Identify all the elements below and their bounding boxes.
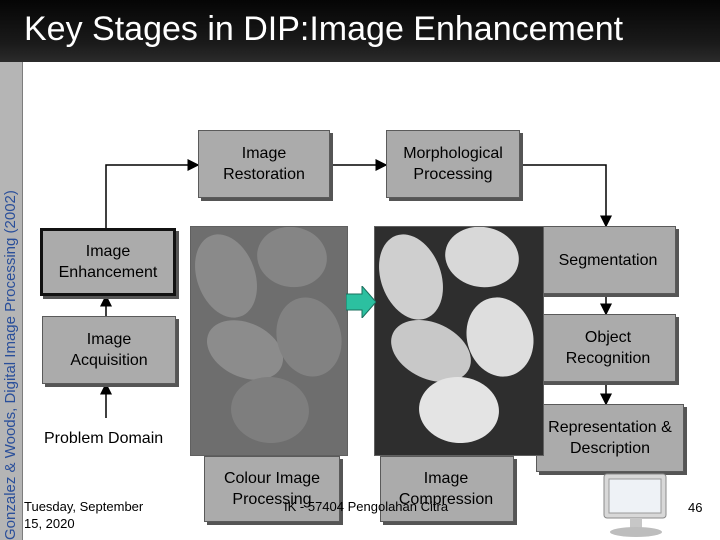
box-representation-description-label: Representation & Description: [540, 417, 680, 459]
side-credit-text: Gonzalez & Woods, Digital Image Processi…: [1, 62, 21, 540]
box-morphological-processing-label: Morphological Processing: [393, 143, 513, 185]
box-object-recognition-label: Object Recognition: [553, 327, 663, 369]
box-segmentation: Segmentation: [540, 226, 676, 294]
box-segmentation-label: Segmentation: [559, 250, 658, 271]
pollen-grain: [458, 290, 542, 384]
enhancement-arrow: [346, 286, 376, 318]
computer-monitor-icon: [596, 468, 676, 540]
connector-enhancement-to-restoration: [106, 165, 198, 228]
side-credit-bar: Gonzalez & Woods, Digital Image Processi…: [0, 62, 23, 540]
photo-enhanced: [374, 226, 544, 456]
pollen-grain: [374, 226, 454, 329]
box-image-enhancement: Image Enhancement: [40, 228, 176, 296]
box-image-restoration-label: Image Restoration: [219, 143, 309, 185]
box-image-restoration: Image Restoration: [198, 130, 330, 198]
photo-original: [190, 226, 348, 456]
pollen-grain: [416, 374, 501, 447]
box-image-acquisition: Image Acquisition: [42, 316, 176, 384]
connector-morphological-to-segmentation: [520, 165, 606, 226]
box-representation-description: Representation & Description: [536, 404, 684, 472]
pollen-grain: [268, 290, 348, 384]
page-number: 46: [688, 500, 702, 515]
footer-course: IK - 57404 Pengolahan Citra: [284, 499, 448, 514]
box-image-acquisition-label: Image Acquisition: [54, 329, 164, 371]
box-morphological-processing: Morphological Processing: [386, 130, 520, 198]
pollen-grain: [440, 226, 523, 293]
pollen-grain: [228, 374, 311, 447]
footer-date: Tuesday, September 15, 2020: [24, 498, 164, 532]
pollen-grain: [252, 226, 331, 293]
box-image-enhancement-label: Image Enhancement: [48, 241, 168, 283]
pollen-grain: [190, 226, 268, 326]
problem-domain-label: Problem Domain: [44, 428, 184, 449]
slide-title: Key Stages in DIP:Image Enhancement: [24, 10, 623, 49]
box-object-recognition: Object Recognition: [540, 314, 676, 382]
